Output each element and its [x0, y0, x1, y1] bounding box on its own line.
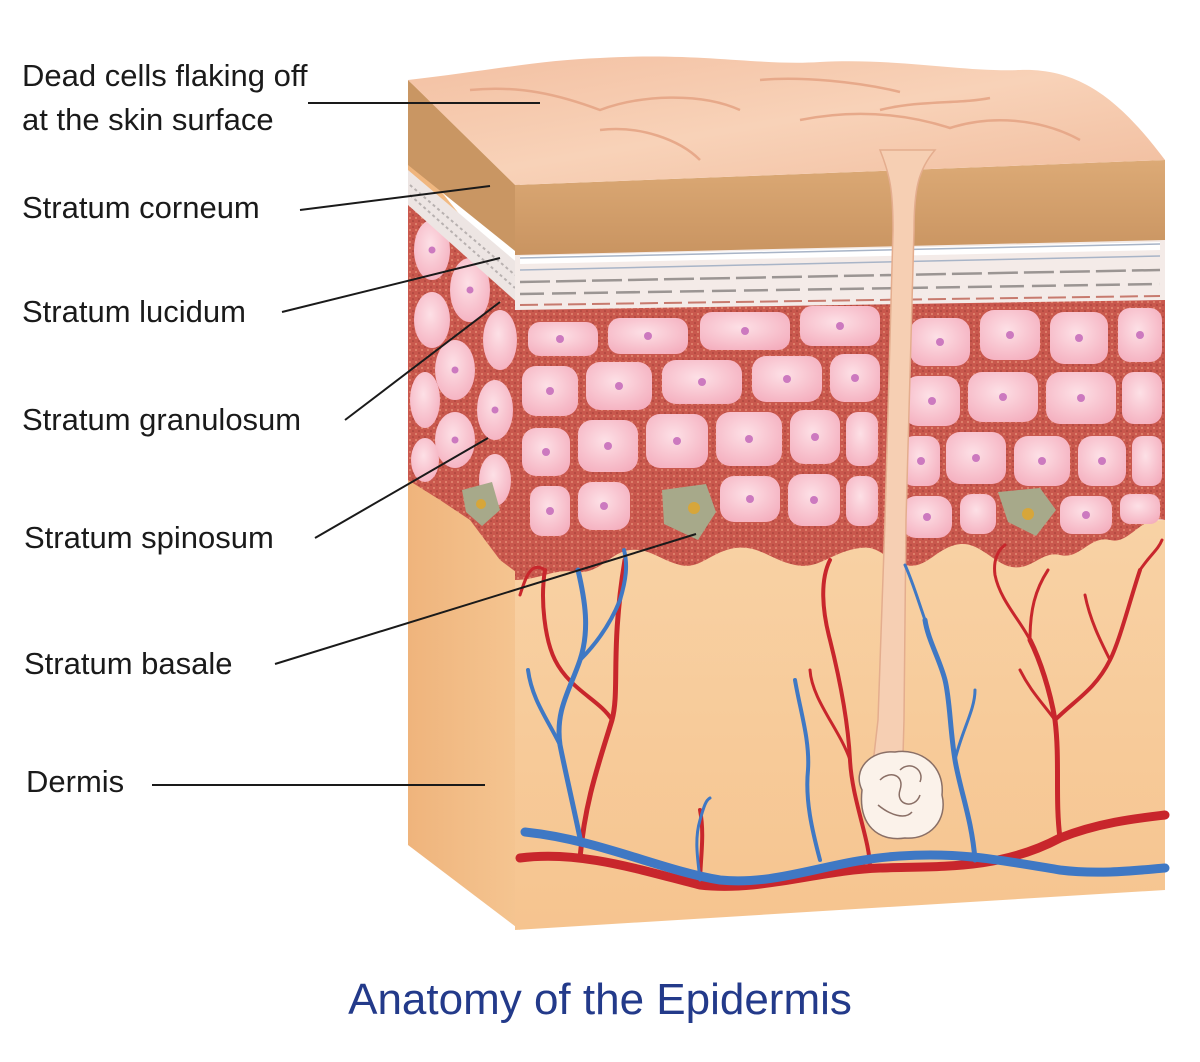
melanocytes: [462, 482, 1056, 540]
flaking-cells: [469, 77, 1081, 161]
dermis-front-face: [515, 520, 1165, 930]
label-dead-cells-line1: Dead cells flaking off: [22, 58, 308, 93]
cell-layer: [408, 195, 1165, 580]
label-stratum-lucidum: Stratum lucidum: [22, 294, 246, 329]
cell-nuclei: [428, 246, 1144, 521]
leader-spinosum: [314, 437, 489, 539]
label-stratum-granulosum: Stratum granulosum: [22, 402, 302, 437]
corneum-side: [408, 80, 520, 255]
label-stratum-basale: Stratum basale: [24, 646, 233, 681]
diagram-title: Anatomy of the Epidermis: [348, 975, 852, 1024]
label-dermis: Dermis: [26, 764, 125, 799]
corneum-front: [515, 160, 1165, 255]
leader-lines: [152, 102, 697, 786]
leader-lucidum: [281, 257, 501, 313]
label-stratum-spinosum: Stratum spinosum: [24, 520, 274, 555]
hair-follicle: [858, 149, 944, 840]
label-dead-cells-line2: at the skin surface: [22, 102, 274, 137]
veins: [520, 548, 1170, 886]
leader-granulosum: [344, 301, 501, 421]
label-stratum-corneum: Stratum corneum: [22, 190, 260, 225]
leader-corneum: [299, 185, 491, 211]
leader-basale: [274, 533, 697, 665]
arteries: [515, 538, 1170, 891]
skin-surface: [408, 56, 1165, 185]
